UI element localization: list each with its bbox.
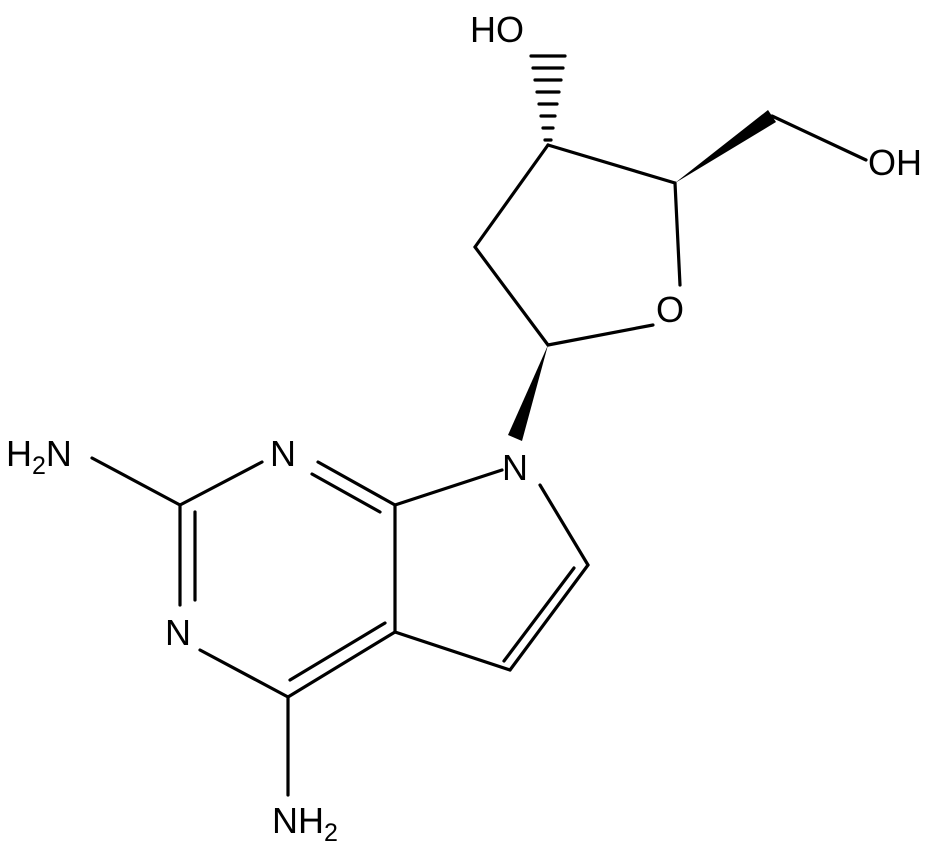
bond-c4-n9 [393,468,504,507]
bond-c8-c7 [508,563,590,672]
bond-n9-c8 [538,483,590,567]
bond-ch2-oh [770,114,868,162]
label-h2n-n: N [46,433,72,474]
bond-n3-c2 [178,460,264,507]
label-n3: N [270,433,296,474]
label-h2n-h: H [6,433,32,474]
bond-c3-c4 [546,143,677,185]
bond-c4-n3-double [310,472,382,514]
bond-c2-nh2 [90,456,182,507]
bond-c4-o [673,181,682,287]
bond-c6-c5-double [288,621,387,682]
label-n1: N [165,612,191,653]
solid-wedge-c1-n9 [508,345,548,441]
sugar-ring [473,143,682,347]
solid-wedge-c4-ch2 [675,110,776,183]
label-nh2-nh: NH [272,800,324,841]
bond-c2-c3 [473,143,550,249]
bond-c1-c2 [473,245,550,347]
bond-n1-c6 [198,648,290,699]
label-ho-top: HO [470,9,524,50]
bond-c6-c5 [286,630,397,699]
bond-c7-c5 [393,630,512,672]
bond-c4-n3 [316,460,397,507]
label-nh2-subscript: 2 [324,819,338,847]
pyrrole-ring [393,468,590,672]
bond-c8-c7-double [502,566,576,663]
label-n9: N [502,447,528,488]
label-h2n-subscript: 2 [32,452,46,480]
label-ring-oxygen: O [656,289,684,330]
bond-o-c1 [546,323,655,347]
pyrimidine-ring [178,460,397,699]
label-nh2-bottom: NH2 [272,800,338,847]
label-oh-right: OH [868,142,922,183]
hashed-wedge-c3-oh [529,54,567,142]
label-h2n-left: H2N [6,433,72,480]
